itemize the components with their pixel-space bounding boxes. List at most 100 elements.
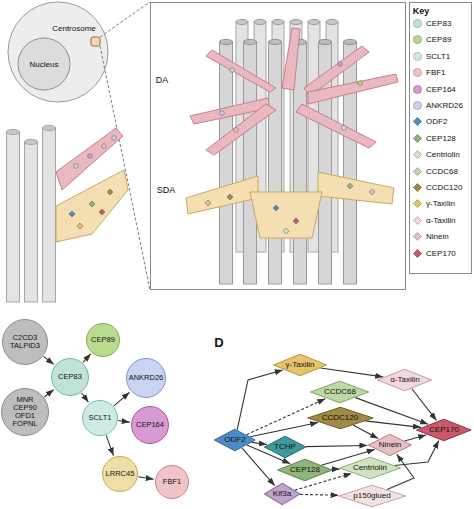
legend-entry: CEP89	[413, 35, 451, 44]
protein-diamond: γ-Taxilin	[273, 354, 327, 376]
legend-text: CEP164	[426, 85, 456, 94]
protein-name: SCLT1	[89, 414, 112, 422]
legend-entry: CEP170	[413, 249, 456, 258]
node-text-block: γ-Taxilin	[286, 361, 315, 370]
sda-cone	[250, 192, 322, 238]
arrow-connector	[118, 421, 129, 423]
swatch-diamond	[414, 118, 422, 126]
protein-circle: C2CD3 TALPID3	[2, 319, 48, 365]
swatch-circle	[414, 85, 422, 93]
swatch-diamond	[414, 151, 422, 159]
swatch-circle	[414, 102, 422, 110]
protein-dot	[342, 126, 347, 131]
diamond-outline	[339, 485, 406, 507]
legend-entry: Centriolin	[413, 150, 460, 159]
centrosome-box	[91, 37, 100, 46]
protein-dot	[358, 81, 363, 86]
legend-entry: CCDC120	[413, 183, 462, 192]
legend-swatch	[413, 216, 422, 225]
node-text-block: CCDC68	[324, 388, 356, 397]
legend-swatch	[413, 101, 422, 110]
legend-text: Ninein	[426, 232, 449, 241]
node-text-block: MNR CEP90 OFD1 FOPNL	[13, 396, 38, 429]
subdistal-appendages	[186, 172, 394, 238]
protein-diamond: ODF2	[214, 429, 256, 451]
sda-proteins	[205, 183, 375, 234]
legend-text: α-Taxilin	[426, 216, 456, 225]
protein-dot	[88, 154, 93, 159]
legend-swatch	[413, 134, 422, 143]
legend-text: CEP128	[426, 134, 456, 143]
arrow-connector	[300, 494, 339, 496]
node-text-block: ODF2	[224, 436, 245, 445]
distal-appendages	[190, 28, 398, 155]
protein-name: CEP89	[91, 336, 115, 344]
legend-swatch	[413, 35, 422, 44]
diamond-outline	[273, 354, 326, 376]
arrow-connector	[44, 356, 54, 364]
node-text-block: α-Taxilin	[390, 376, 420, 385]
node-text-block: CEP170	[429, 426, 459, 435]
legend-entry: FBF1	[413, 68, 446, 77]
protein-name: LRRC45	[106, 470, 135, 478]
arrow-connector	[83, 354, 91, 363]
diamond-outline	[307, 407, 372, 429]
legend-entry: CEP164	[413, 85, 456, 94]
arrow-connector	[237, 370, 282, 430]
figure-label: DA	[156, 75, 169, 85]
arrow-connector	[106, 435, 113, 455]
microtubule-cap	[344, 39, 357, 44]
protein-diamond-mark	[293, 218, 299, 224]
da-blade	[206, 50, 276, 92]
diamond-outline	[339, 457, 400, 479]
da-blade	[296, 104, 376, 148]
da-blade	[282, 28, 300, 90]
arrow-connector	[138, 477, 153, 479]
swatch-diamond	[414, 167, 422, 175]
microtubule-cap	[319, 39, 332, 44]
node-text-block: p150glued	[353, 492, 390, 501]
protein-circle: CEP89	[86, 323, 120, 357]
legend-swatch	[413, 232, 422, 241]
protein-diamond-mark	[283, 228, 289, 234]
swatch-diamond	[414, 216, 422, 224]
legend-text: FBF1	[426, 68, 446, 77]
figure-label: Key	[413, 6, 430, 16]
legend-text: CEP83	[426, 19, 451, 28]
protein-diamond: CCDC120	[307, 407, 374, 429]
zoom-line	[100, 2, 150, 37]
protein-diamond-mark	[273, 205, 279, 211]
arrow-connector	[353, 425, 378, 439]
arrow-connector	[331, 468, 340, 469]
arrow-connector	[405, 435, 427, 441]
zoom-box	[151, 3, 406, 290]
figure-label: D	[214, 335, 223, 350]
microtubule	[25, 142, 38, 302]
protein-dot	[220, 111, 225, 116]
diamond-outline	[378, 369, 432, 391]
legend-swatch	[413, 85, 422, 94]
swatch-circle	[414, 52, 422, 60]
legend-text: γ-Taxilin	[426, 199, 455, 208]
node-text-block: CEP83	[58, 373, 82, 381]
protein-diamond: CCDC68	[310, 381, 369, 403]
protein-diamond: CEP170	[416, 419, 472, 441]
protein-dot	[74, 164, 79, 169]
arrow-connector	[44, 390, 53, 397]
microtubule-cap	[269, 39, 282, 44]
legend-text: ODF2	[426, 117, 447, 126]
protein-diamond-mark	[77, 223, 83, 229]
legend-entry: SCLT1	[413, 52, 450, 61]
microtubule	[7, 132, 20, 302]
arrow-connector	[412, 389, 437, 421]
protein-diamond: CEP128	[277, 459, 333, 481]
swatch-diamond	[414, 184, 422, 192]
microtubule-cap	[244, 39, 257, 44]
diamond-outline	[278, 459, 333, 481]
protein-name: CEP170	[429, 426, 459, 435]
microtubule-cap	[220, 39, 233, 44]
legend-entry: CCDC68	[413, 167, 458, 176]
cell-outline	[8, 2, 108, 102]
